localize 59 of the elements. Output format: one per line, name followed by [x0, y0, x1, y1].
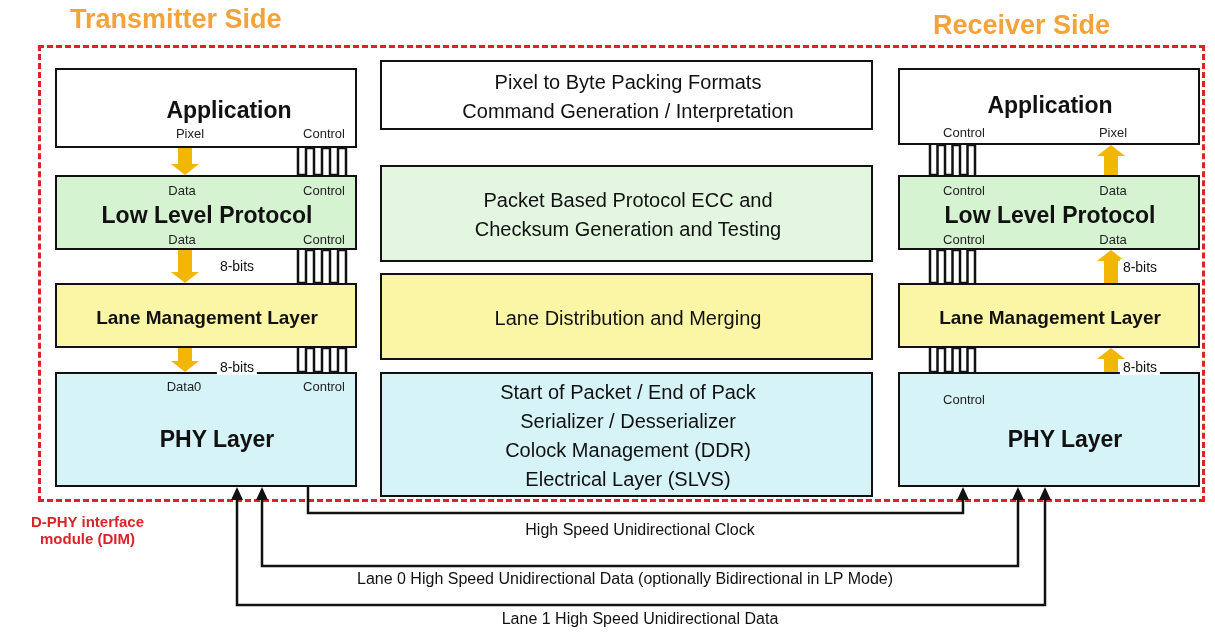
- signal-label: Data: [168, 182, 196, 198]
- control-bus: [296, 248, 348, 285]
- description-box: [380, 372, 873, 497]
- layer-box: [898, 372, 1200, 487]
- bidirectional-lane-arrow: [256, 487, 1024, 568]
- layer-title: Low Level Protocol: [944, 201, 1156, 229]
- side-heading: Transmitter Side: [70, 4, 282, 35]
- layer-box: [55, 283, 357, 348]
- description-text: Pixel to Byte Packing Formats Command Generation / Interpretation: [461, 70, 795, 124]
- signal-label: Pixel: [175, 125, 205, 141]
- layer-title: Application: [987, 91, 1113, 119]
- control-bus: [928, 346, 977, 374]
- layer-title: PHY Layer: [159, 425, 275, 453]
- signal-label: Control: [303, 182, 345, 198]
- control-bus: [928, 248, 977, 285]
- layer-title: PHY Layer: [1007, 425, 1123, 453]
- signal-label: Data: [168, 231, 196, 247]
- signal-label: Control: [943, 391, 985, 407]
- signal-label: Data: [1099, 182, 1127, 198]
- description-text: Lane Distribution and Merging: [493, 305, 763, 331]
- signal-label: Control: [943, 124, 985, 140]
- layer-box: [55, 175, 357, 250]
- description-box: [380, 60, 873, 130]
- description-text: Packet Based Protocol ECC and Checksum Generation and Testing: [473, 188, 783, 242]
- layer-title: Application: [166, 96, 292, 124]
- layer-box: [55, 372, 357, 487]
- control-bus: [296, 346, 348, 374]
- data-arrow: [171, 250, 199, 283]
- module-title: D-PHY interface module (DIM): [29, 513, 146, 547]
- data-arrow: [171, 148, 199, 175]
- layer-box: [898, 68, 1200, 145]
- signal-label: Pixel: [1098, 124, 1128, 140]
- signal-label: Control: [303, 231, 345, 247]
- control-bus: [296, 146, 348, 177]
- description-box: [380, 273, 873, 360]
- edge-label: 8-bits: [216, 359, 258, 375]
- description-text: Start of Packet / End of Pack Serializer / Desserializer Colock Management (DDR) Electrical Layer (SLVS): [499, 380, 757, 492]
- data-arrow: [1097, 348, 1125, 372]
- data-arrow: [171, 348, 199, 372]
- signal-label: Data: [1099, 231, 1127, 247]
- side-heading: Receiver Side: [933, 10, 1111, 41]
- bidirectional-lane-arrow: [231, 487, 1051, 607]
- control-bus: [928, 143, 977, 177]
- layer-box: [898, 175, 1200, 250]
- layer-title: Low Level Protocol: [101, 201, 313, 229]
- signal-label: Control: [303, 378, 345, 394]
- description-box: [380, 165, 873, 262]
- edge-label: 8-bits: [1119, 359, 1161, 375]
- signal-label: Data0: [166, 378, 202, 394]
- layer-title: Lane Management Layer: [939, 307, 1161, 329]
- layer-box: [55, 68, 357, 148]
- lane-arrow: [306, 487, 969, 515]
- signal-label: Control: [943, 231, 985, 247]
- layer-box: [898, 283, 1200, 348]
- signal-label: Control: [943, 182, 985, 198]
- signal-label: Control: [303, 125, 345, 141]
- layer-title: Lane Management Layer: [96, 307, 318, 329]
- data-arrow: [1097, 250, 1125, 283]
- data-arrow: [1097, 145, 1125, 175]
